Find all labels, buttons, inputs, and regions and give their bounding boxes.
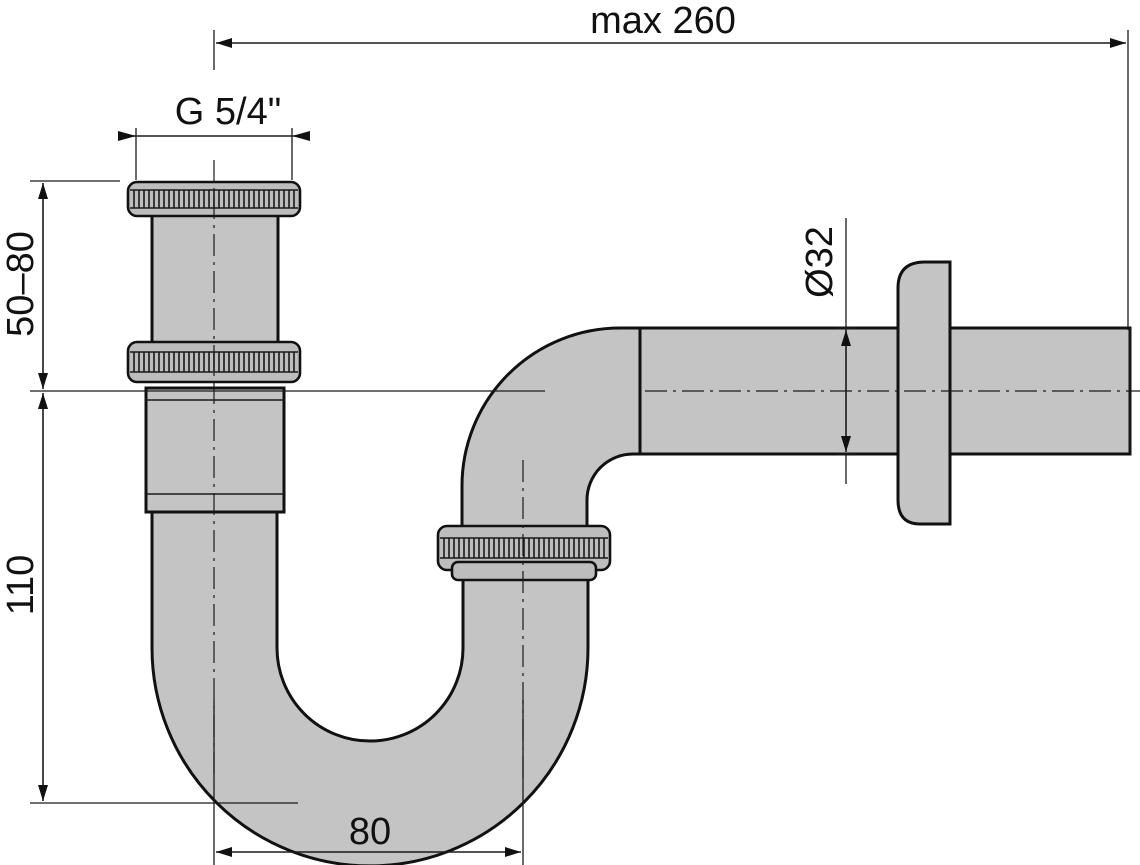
label-adjustable-height: 50–80 bbox=[0, 231, 42, 337]
wall-rosette bbox=[896, 260, 952, 526]
inlet-sleeve bbox=[144, 386, 286, 514]
siphon-body bbox=[144, 212, 1132, 865]
label-overall-length: max 260 bbox=[590, 0, 736, 42]
center-axes bbox=[213, 160, 1140, 780]
dimension-labels: max 260 G 5/4" 50–80 110 80 Ø32 bbox=[0, 0, 841, 853]
label-inlet-thread: G 5/4" bbox=[175, 91, 281, 133]
extension-lines bbox=[30, 30, 1129, 865]
label-trap-spacing: 80 bbox=[349, 811, 391, 853]
label-outlet-diameter: Ø32 bbox=[799, 226, 841, 298]
upper-bend bbox=[460, 326, 642, 537]
dimension-lines bbox=[38, 38, 1126, 857]
label-trap-height: 110 bbox=[0, 555, 42, 616]
inlet-tube bbox=[150, 212, 280, 354]
knurling bbox=[130, 189, 608, 559]
u-bend bbox=[150, 498, 590, 865]
